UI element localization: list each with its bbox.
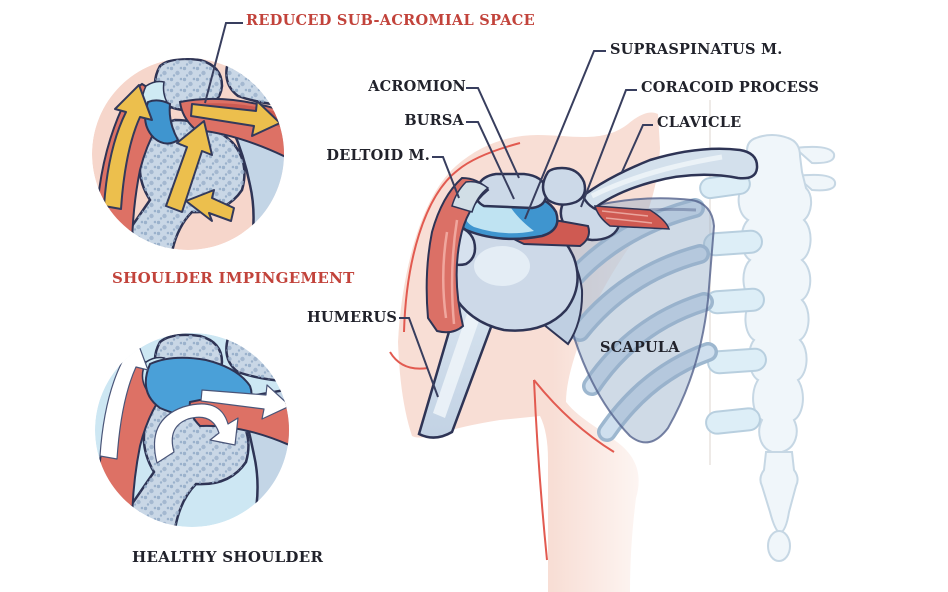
leader-lines	[204, 22, 653, 398]
label-clavicle: CLAVICLE	[657, 114, 742, 131]
label-reduced-subacromial-space: REDUCED SUB-ACROMIAL SPACE	[246, 12, 535, 29]
humeral-head	[437, 216, 579, 332]
leader-coracoid	[580, 89, 637, 208]
label-deltoid: DELTOID M.	[326, 147, 430, 164]
healthy-inset-illustration	[95, 333, 289, 527]
main-shoulder-illustration	[389, 100, 837, 592]
clavicle-highlight	[590, 154, 723, 199]
leader-clavicle	[621, 124, 653, 173]
label-coracoid-process: CORACOID PROCESS	[641, 79, 820, 96]
label-supraspinatus: SUPRASPINATUS M.	[610, 41, 783, 58]
leader-acromion	[466, 87, 520, 179]
leader-bursa	[466, 121, 515, 200]
clavicle-bone	[571, 147, 759, 214]
skin-contours	[389, 142, 615, 561]
deltoid-shape	[425, 176, 490, 334]
leader-reduced-space	[204, 22, 243, 104]
caption-shoulder-impingement: SHOULDER IMPINGEMENT	[112, 269, 355, 287]
impingement-arrows	[103, 84, 281, 222]
caption-healthy-shoulder: HEALTHY SHOULDER	[132, 548, 324, 566]
label-bursa: BURSA	[404, 112, 464, 129]
leader-humerus	[399, 317, 439, 398]
label-acromion: ACROMION	[368, 78, 466, 95]
spine	[737, 134, 837, 562]
healthy-arrows	[99, 334, 289, 464]
acromion-shape	[474, 166, 587, 210]
leader-deltoid	[432, 156, 460, 199]
label-scapula: SCAPULA	[600, 339, 680, 356]
leader-supraspinatus	[524, 50, 606, 220]
label-humerus: HUMERUS	[306, 309, 397, 326]
impingement-inset-illustration	[92, 58, 284, 250]
